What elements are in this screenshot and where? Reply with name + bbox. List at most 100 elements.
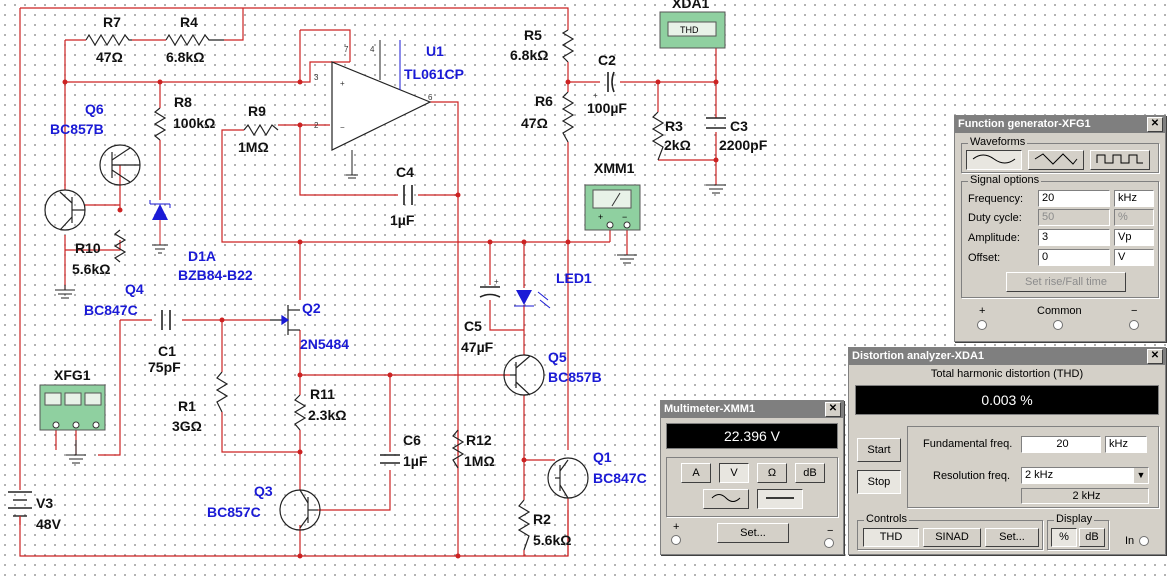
fundamental-freq-label: Fundamental freq.: [923, 438, 1013, 450]
frequency-input[interactable]: 20: [1038, 190, 1110, 207]
square-wave-button[interactable]: [1090, 150, 1150, 170]
fg-plus-terminal[interactable]: [977, 320, 987, 330]
u1-value: TL061CP: [404, 66, 464, 82]
fundamental-freq-input[interactable]: 20: [1021, 436, 1101, 453]
sinad-mode-button[interactable]: SINAD: [923, 528, 981, 547]
duty-cycle-input[interactable]: 50: [1038, 209, 1110, 226]
r11-ref: R11: [310, 386, 335, 402]
frequency-unit[interactable]: kHz: [1114, 190, 1154, 207]
fg-minus-terminal[interactable]: [1129, 320, 1139, 330]
duty-cycle-unit[interactable]: %: [1114, 209, 1154, 226]
opamp-pin-4: 4: [370, 45, 375, 54]
duty-cycle-label: Duty cycle:: [968, 212, 1022, 224]
d1a-ref: D1A: [188, 248, 216, 264]
function-generator-window[interactable]: Function generator-XFG1 ✕ Waveforms Sign…: [954, 115, 1166, 342]
v3-ref: V3: [36, 495, 53, 511]
multimeter-window[interactable]: Multimeter-XMM1 ✕ 22.396 V A V Ω dB Set.…: [660, 400, 844, 555]
decibel-mode-button[interactable]: dB: [795, 463, 825, 483]
q5-value: BC857B: [548, 369, 602, 385]
multimeter-mode-group: [666, 457, 838, 517]
resolution-freq-select[interactable]: 2 kHz ▼: [1021, 467, 1149, 484]
svg-text:+: +: [598, 212, 603, 222]
r7-value: 47Ω: [96, 49, 123, 65]
q2-ref: Q2: [302, 300, 321, 316]
q6-symbol: [99, 144, 141, 186]
opamp-pin-6: 6: [428, 93, 433, 102]
distortion-analyzer-window[interactable]: Distortion analyzer-XDA1 ✕ Total harmoni…: [848, 347, 1166, 555]
c6-symbol: [380, 454, 400, 464]
ohmmeter-mode-button[interactable]: Ω: [757, 463, 787, 483]
c5-value: 47µF: [461, 339, 494, 355]
sine-wave-button[interactable]: [966, 150, 1022, 170]
opamp-u1: + − 7 4 3 2 6: [314, 40, 433, 179]
function-generator-close-button[interactable]: ✕: [1147, 117, 1163, 132]
distortion-analyzer-close-button[interactable]: ✕: [1147, 349, 1163, 364]
c4-ref: C4: [396, 164, 414, 180]
q4-value: BC847C: [84, 302, 138, 318]
q6-ref: Q6: [85, 101, 104, 117]
multimeter-close-button[interactable]: ✕: [825, 402, 841, 417]
c6-value: 1µF: [403, 453, 428, 469]
r5-symbol: [561, 29, 575, 63]
r7-ref: R7: [103, 14, 121, 30]
c1-value: 75pF: [148, 359, 181, 375]
offset-input[interactable]: 0: [1038, 249, 1110, 266]
xfg1-instrument[interactable]: [39, 384, 106, 431]
c3-value: 2200pF: [719, 137, 768, 153]
c2-value: 100µF: [587, 100, 627, 116]
distortion-analyzer-titlebar[interactable]: Distortion analyzer-XDA1 ✕: [849, 348, 1165, 365]
r6-ref: R6: [535, 93, 553, 109]
ammeter-mode-button[interactable]: A: [681, 463, 711, 483]
function-generator-titlebar[interactable]: Function generator-XFG1 ✕: [955, 116, 1165, 133]
ac-mode-button[interactable]: [703, 489, 749, 509]
q1-value: BC847C: [593, 470, 647, 486]
amplitude-unit[interactable]: Vp: [1114, 229, 1154, 246]
q5-symbol: [503, 354, 545, 396]
resistors: [85, 29, 665, 551]
multimeter-reading-display: 22.396 V: [666, 423, 838, 449]
r11-symbol: [293, 394, 307, 431]
q4-symbol: [44, 189, 86, 231]
fg-common-terminal[interactable]: [1053, 320, 1063, 330]
fundamental-freq-unit[interactable]: kHz: [1105, 436, 1147, 453]
triangle-wave-button[interactable]: [1028, 150, 1084, 170]
amplitude-input[interactable]: 3: [1038, 229, 1110, 246]
mm-minus-terminal[interactable]: [824, 538, 834, 548]
stop-button[interactable]: Stop: [857, 470, 901, 494]
offset-unit[interactable]: V: [1114, 249, 1154, 266]
set-rise-fall-button[interactable]: Set rise/Fall time: [1006, 272, 1126, 292]
xmm1-instrument[interactable]: + −: [584, 184, 641, 231]
settings-button[interactable]: Set...: [985, 528, 1039, 547]
function-generator-title: Function generator-XFG1: [958, 118, 1091, 130]
start-button[interactable]: Start: [857, 438, 901, 462]
d1a-value: BZB84-B22: [178, 267, 253, 283]
db-display-button[interactable]: dB: [1079, 528, 1105, 547]
c5-ref: C5: [464, 318, 482, 334]
xfg1-ref: XFG1: [54, 367, 91, 383]
multimeter-settings-button[interactable]: Set...: [717, 523, 789, 543]
q2-value: 2N5484: [300, 336, 349, 352]
square-icon: [1096, 154, 1143, 164]
q1-symbol: [547, 457, 589, 499]
input-terminal[interactable]: [1139, 536, 1149, 546]
dc-mode-button[interactable]: [757, 489, 803, 509]
c4-value: 1µF: [390, 212, 415, 228]
r3-value: 2kΩ: [664, 137, 691, 153]
chevron-down-icon[interactable]: ▼: [1134, 468, 1148, 483]
percent-display-button[interactable]: %: [1051, 528, 1077, 547]
r3-ref: R3: [665, 118, 683, 134]
r5-ref: R5: [524, 27, 542, 43]
voltmeter-mode-button[interactable]: V: [719, 463, 749, 483]
q3-value: BC857C: [207, 504, 261, 520]
c2-symbol: [607, 71, 615, 93]
waveforms-label: Waveforms: [968, 136, 1028, 148]
thd-heading: Total harmonic distortion (THD): [930, 368, 1084, 380]
ac-wave-icon: [711, 494, 741, 502]
r6-value: 47Ω: [521, 115, 548, 131]
r9-symbol: [243, 123, 279, 137]
mm-plus-terminal[interactable]: [671, 535, 681, 545]
xda1-instrument[interactable]: THD: [659, 11, 726, 49]
multimeter-titlebar[interactable]: Multimeter-XMM1 ✕: [661, 401, 843, 418]
thd-mode-button[interactable]: THD: [863, 528, 919, 547]
